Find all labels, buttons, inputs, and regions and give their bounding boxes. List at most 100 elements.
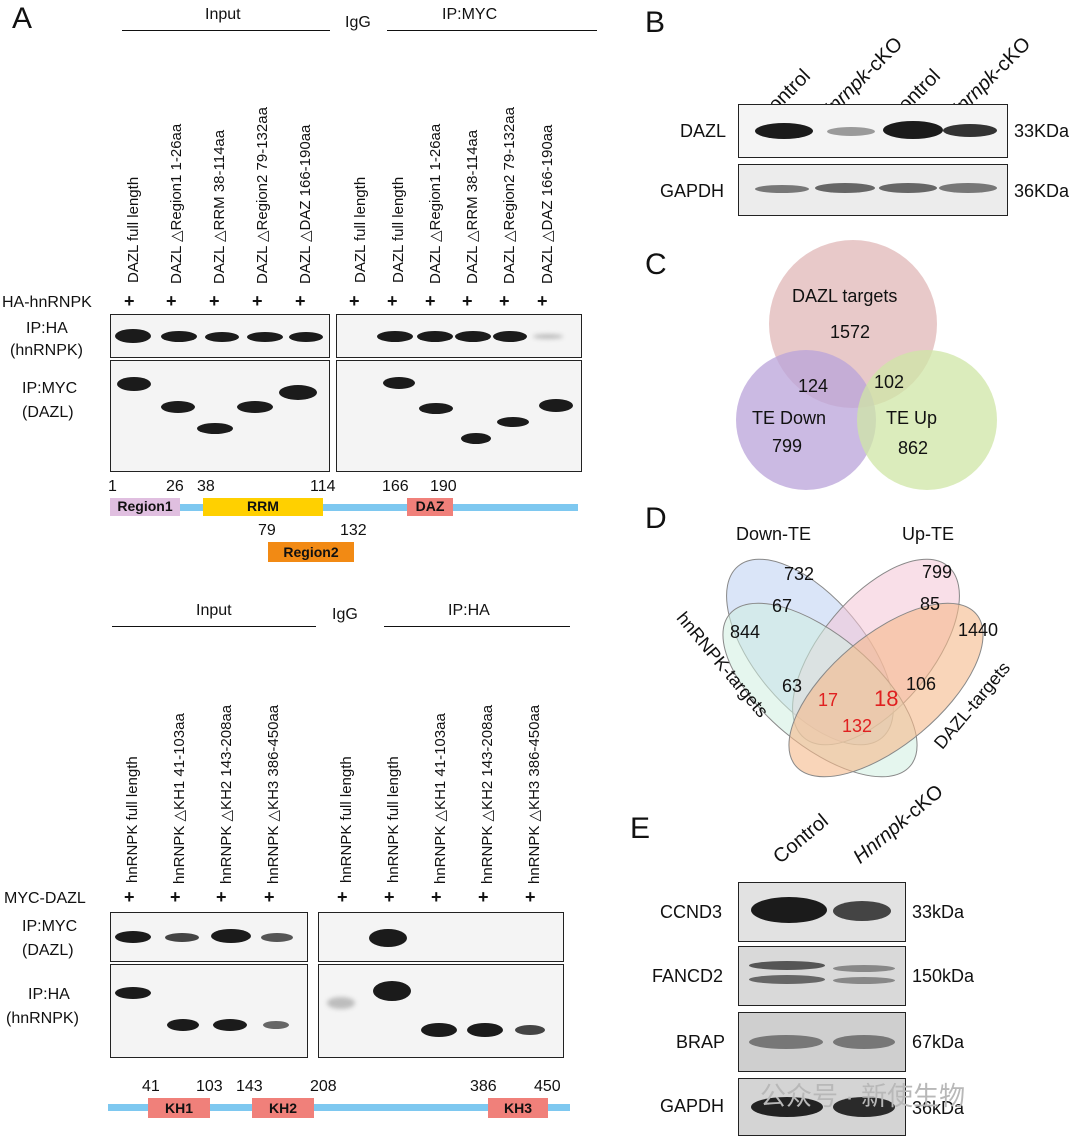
map-number: 38	[197, 478, 215, 495]
column-label: Control	[769, 809, 833, 869]
map-number: 143	[236, 1078, 263, 1095]
domain-region2: Region2	[268, 542, 354, 562]
venn-count: 85	[920, 594, 941, 614]
plus-sign: +	[462, 291, 473, 311]
blot-band	[467, 1023, 503, 1037]
plus-sign: +	[170, 887, 181, 907]
blot-band	[211, 929, 251, 943]
venn-count: 844	[730, 622, 761, 642]
lane-label: DAZL △DAZ 166-190aa	[539, 124, 556, 284]
plus-sign: +	[264, 887, 275, 907]
map-number: 132	[340, 522, 367, 539]
blot-gapdh	[738, 1078, 906, 1136]
row-label-ha-hnrnpk: HA-hnRNPK	[2, 294, 92, 311]
blot-band	[417, 331, 453, 342]
panel-label-e: E	[630, 812, 651, 845]
plus-sign: +	[525, 887, 536, 907]
plus-sign: +	[295, 291, 306, 311]
blot-label: (DAZL)	[22, 404, 74, 421]
domain-rrm: RRM	[203, 498, 323, 516]
domain-kh2: KH2	[252, 1098, 314, 1118]
blot-band-faint	[533, 334, 563, 339]
blot-band	[115, 329, 151, 343]
blot-band	[237, 401, 273, 413]
plus-sign: +	[337, 887, 348, 907]
venn-count-highlight: 18	[874, 686, 899, 711]
blot-band	[377, 331, 413, 342]
lane-label: DAZL full length	[125, 176, 142, 283]
lane-label: DAZL △Region2 79-132aa	[501, 107, 518, 284]
map-number: 166	[382, 478, 409, 495]
blot-band	[833, 965, 895, 972]
domain-kh3: KH3	[488, 1098, 548, 1118]
protein-backbone	[110, 504, 578, 511]
blot-band	[883, 121, 943, 139]
blot-band	[749, 961, 825, 970]
blot-band	[115, 931, 151, 943]
blot-band-faint	[327, 997, 355, 1009]
plus-sign: +	[499, 291, 510, 311]
blot-band	[755, 185, 809, 193]
venn-count: 106	[906, 674, 937, 694]
header-ip-line	[387, 30, 597, 31]
lane-label: DAZL △Region1 1-26aa	[168, 123, 185, 284]
blot-label: (DAZL)	[22, 942, 74, 959]
blot-band	[161, 331, 197, 342]
blot-band	[943, 124, 997, 137]
lane-label: hnRNPK △KH1 41-103aa	[171, 713, 188, 884]
lane-label: hnRNPK full length	[385, 756, 402, 883]
blot-band	[247, 332, 283, 342]
blot-label: (hnRNPK)	[6, 1010, 79, 1027]
blot-band	[383, 377, 415, 389]
lane-label: DAZL △RRM 38-114aa	[211, 129, 228, 284]
header-input-line	[112, 626, 316, 627]
blot-band	[833, 1097, 895, 1117]
map-number: 208	[310, 1078, 337, 1095]
domain-region1: Region1	[110, 498, 180, 516]
venn-count: 799	[922, 562, 953, 582]
blot-band	[263, 1021, 289, 1029]
venn-circle-teup	[857, 350, 997, 490]
blot-band	[515, 1025, 545, 1035]
blot-band	[161, 401, 195, 413]
blot-band	[421, 1023, 457, 1037]
plus-sign: +	[431, 887, 442, 907]
venn-ellipse-dazl	[788, 602, 984, 778]
blot-band	[167, 1019, 199, 1031]
blot-band	[749, 1035, 823, 1049]
venn-3	[736, 240, 997, 490]
plus-sign: +	[425, 291, 436, 311]
plus-sign: +	[349, 291, 360, 311]
blot-band	[493, 331, 527, 342]
venn-count-highlight: 132	[842, 716, 873, 736]
lane-label: hnRNPK △KH2 143-208aa	[479, 704, 496, 884]
blot-band	[205, 332, 239, 342]
map-number: 79	[258, 522, 276, 539]
header-input: Input	[196, 602, 232, 619]
blot-band	[815, 183, 875, 193]
size-label: 36KDa	[1014, 181, 1070, 201]
blot-band	[455, 331, 491, 342]
header-igg: IgG	[332, 606, 358, 623]
panel-label-c: C	[645, 248, 667, 281]
header-ip-myc: IP:MYC	[442, 6, 498, 23]
venn-label: TE Down	[752, 408, 827, 428]
map-number: 114	[310, 478, 336, 495]
map-number: 1	[108, 478, 117, 495]
size-label: 33kDa	[912, 902, 965, 922]
header-input: Input	[205, 6, 241, 23]
blot-label: IP:MYC	[22, 380, 78, 397]
blot-band	[197, 423, 233, 434]
blot-band	[833, 901, 891, 921]
venn-4	[722, 558, 984, 778]
lane-label: hnRNPK △KH2 143-208aa	[218, 704, 235, 884]
blot-band	[539, 399, 573, 412]
blot-label: IP:MYC	[22, 918, 78, 935]
venn-count: 862	[898, 438, 929, 458]
column-label: Hnrnpk-cKO	[849, 780, 948, 869]
header-input-line	[122, 30, 330, 31]
plus-sign: +	[216, 887, 227, 907]
blot-gapdh	[738, 164, 1008, 216]
blot-fancd2	[738, 946, 906, 1006]
row-label: BRAP	[676, 1032, 726, 1052]
